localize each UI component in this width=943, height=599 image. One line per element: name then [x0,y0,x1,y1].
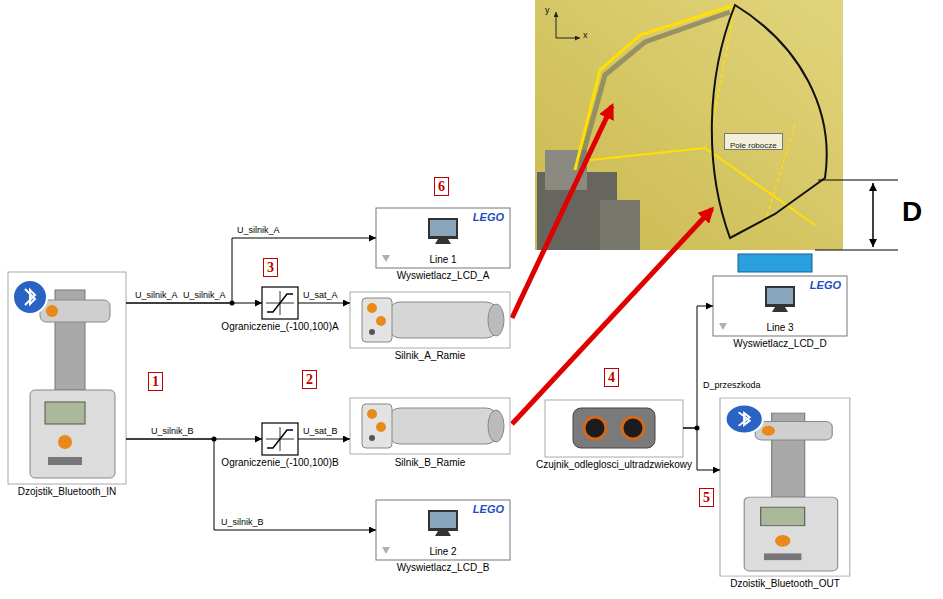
illustration-part [815,249,898,250]
lcd-block [713,276,847,336]
callout-number: 6 [434,177,449,196]
block-name: Dzoistik_Bluetooth_OUT [730,578,840,589]
illustration-part [512,209,712,424]
saturation-block: Ograniczenie_(-100,100)B [262,423,298,455]
motor-block: Silnik_A_Ramie [350,292,510,348]
signal-name: U_silnik_A [182,290,227,300]
saturation-block [262,423,298,455]
illustration-part [556,12,557,38]
signal-name: U_silnik_B [220,517,265,527]
motor-block: Silnik_B_Ramie [350,398,510,455]
callout-number: 1 [148,372,163,391]
lcd-display-block: LEGOLine 2Wyswietlacz_LCD_B [376,500,510,560]
block-name: Silnik_B_Ramie [395,457,466,468]
obstacle-block [738,254,812,272]
bluetooth-joystick-out [720,398,850,576]
callout-number: 3 [263,258,278,277]
dimension-d [815,180,898,250]
block-name: Czujnik_odleglosci_ultradzwiekowy [536,459,692,470]
robot-photo [535,0,843,250]
bluetooth-joystick-block: Dzoistik_Bluetooth_OUT [720,398,850,576]
lego-badge: LEGO [473,503,504,515]
illustration-part [575,5,735,170]
lcd-display-block: LEGOLine 3Wyswietlacz_LCD_D [713,276,847,336]
block-name: Ograniczenie_(-100,100)B [221,457,338,468]
callout-number: 5 [699,488,714,507]
signal-name: U_sat_A [302,290,339,300]
motor-block [350,398,510,454]
block-name: Wyswietlacz_LCD_B [397,562,490,573]
signal-line [126,439,376,530]
dimension-label: D [902,196,922,228]
signal-line [683,306,713,428]
block-name: Silnik_A_Ramie [395,350,466,361]
lcd-line-text: Line 1 [429,254,456,265]
lego-badge: LEGO [810,279,841,291]
ultrasonic-sensor [545,400,683,457]
lcd-block [376,500,510,560]
illustration-part [712,5,735,128]
lcd-display-block: LEGOLine 1Wyswietlacz_LCD_A [376,208,510,268]
callout-number: 4 [604,368,619,387]
illustration-part [590,148,815,225]
signal-line [298,439,350,440]
lcd-block [376,208,510,268]
lcd-line-text: Line 2 [429,546,456,557]
workspace-label-box: Pole robocze [724,133,783,150]
signal-name: U_silnik_B [150,426,195,436]
branch-dots [212,301,700,442]
ultrasonic-sensor-block: Czujnik_odleglosci_ultradzwiekowy [545,400,683,457]
bluetooth-joystick-in [8,272,126,484]
callout-number: 2 [302,370,317,389]
illustration-part [580,12,730,165]
illustration-part [535,0,843,250]
signal-name: U_silnik_A [134,290,179,300]
saturation-block: Ograniczenie_(-100,100)A [262,287,298,319]
signal-line [298,303,350,304]
block-name: Ograniczenie_(-100,100)A [221,321,338,332]
lego-badge: LEGO [473,211,504,223]
illustration-part [600,200,640,250]
signal-name: D_przeszkoda [702,380,762,390]
illustration-part [818,179,898,180]
red-arrows [512,106,712,424]
signal-line [126,238,376,303]
axis-label: y [545,5,550,15]
axis-label: x [583,30,588,40]
motor-block [350,292,510,348]
signal-line [126,303,262,304]
lcd-line-text: Line 3 [766,322,793,333]
block-name: Wyswietlacz_LCD_D [733,338,826,349]
workspace-label: Pole robocze [725,138,782,153]
illustration-part [512,106,612,318]
signal-name: U_sat_B [302,426,339,436]
saturation-block [262,287,298,319]
block-name: Wyswietlacz_LCD_A [397,270,490,281]
bluetooth-joystick-block: Dzojstik_Bluetooth_IN [8,272,126,484]
illustration-part [872,183,874,247]
signal-name: U_silnik_A [236,225,281,235]
illustration-part [712,5,827,238]
block-name: Dzojstik_Bluetooth_IN [18,486,116,497]
illustration-part [556,38,580,39]
